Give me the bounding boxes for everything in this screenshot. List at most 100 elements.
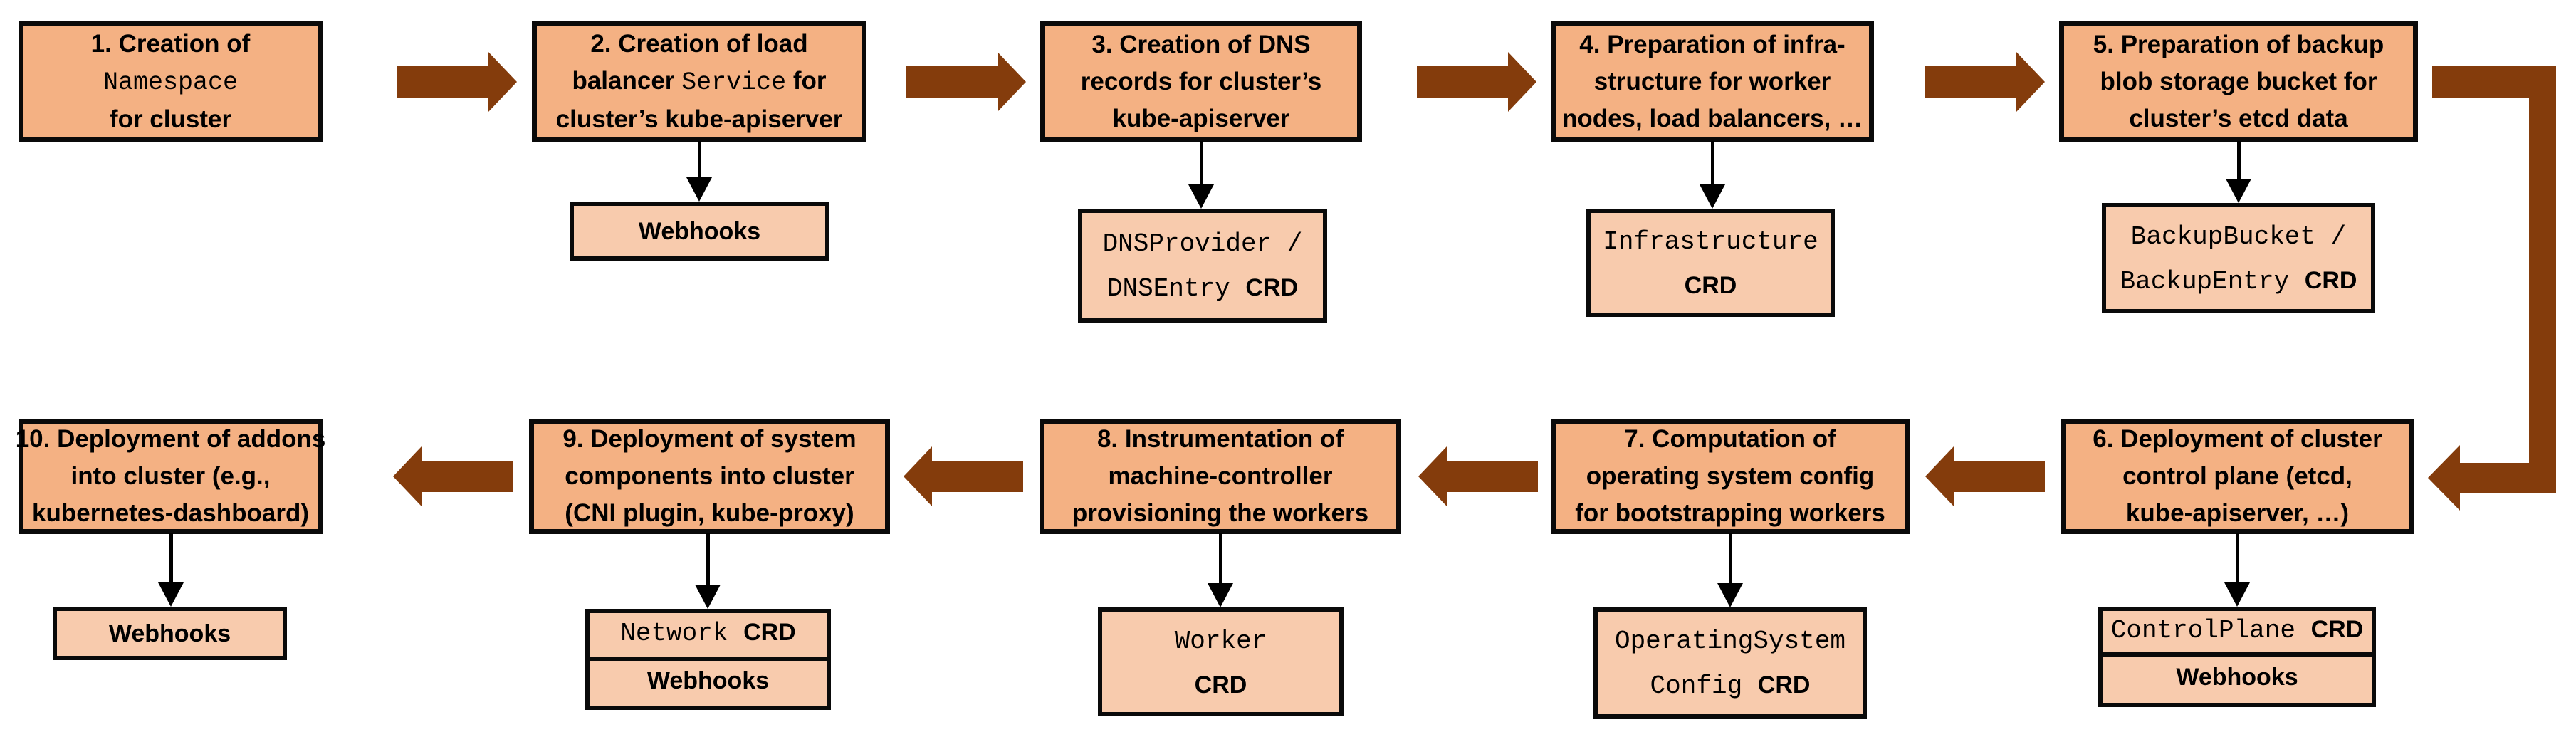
- step-9-box: 9. Deployment of system components into c…: [529, 419, 890, 534]
- step-9-network-crd-box: Network CRD: [585, 609, 831, 661]
- text-segment: (CNI plugin, kube-proxy): [565, 499, 854, 527]
- text-segment: components into cluster: [565, 462, 854, 490]
- code-text-segment: DNSProvider /: [1102, 229, 1303, 258]
- text-segment: kube-apiserver: [1112, 105, 1290, 132]
- text-segment: kube-apiserver, …): [2125, 499, 2350, 527]
- text-segment: 3. Creation of DNS: [1091, 31, 1311, 58]
- code-text-segment: BackupEntry: [2120, 266, 2305, 296]
- text-segment: balancer: [572, 67, 682, 95]
- text-line: 6. Deployment of cluster: [2093, 421, 2382, 458]
- text-line: provisioning the workers: [1072, 495, 1368, 532]
- text-segment: Webhooks: [2176, 664, 2298, 691]
- text-line: for bootstrapping workers: [1575, 495, 1885, 532]
- text-line: control plane (etcd,: [2122, 458, 2352, 495]
- text-segment: for: [786, 67, 827, 95]
- text-segment: machine-controller: [1108, 462, 1333, 490]
- text-segment: CRD: [1757, 672, 1811, 699]
- text-line: 5. Preparation of backup: [2093, 26, 2384, 63]
- text-line: 1. Creation of: [91, 26, 251, 63]
- step-9-webhooks-box: Webhooks: [585, 657, 831, 710]
- text-segment: cluster’s kube-apiserver: [555, 105, 843, 133]
- code-text-segment: DNSEntry: [1106, 274, 1246, 303]
- text-segment: CRD: [1245, 274, 1299, 301]
- step-9-crd-stack: Network CRD Webhooks: [585, 609, 831, 710]
- text-line: Config CRD: [1650, 663, 1811, 708]
- arrow-stem: [1417, 66, 1509, 98]
- text-line: 9. Deployment of system: [562, 421, 856, 458]
- text-segment: operating system config: [1586, 462, 1875, 490]
- text-segment: 6. Deployment of cluster: [2093, 425, 2382, 453]
- text-segment: Webhooks: [638, 218, 761, 245]
- flow-arrow-7-8-icon: [1418, 446, 1538, 506]
- text-line: operating system config: [1586, 458, 1875, 495]
- code-text-segment: BackupBucket /: [2130, 221, 2347, 251]
- code-text-segment: Namespace: [103, 68, 239, 97]
- arrow-head: [904, 446, 932, 506]
- step-5-backup-crd-box: BackupBucket /BackupEntry CRD: [2102, 203, 2375, 313]
- down-connector-step-8-line: [1219, 533, 1222, 585]
- text-line: components into cluster: [565, 458, 854, 495]
- down-connector-step-10-line: [169, 533, 173, 584]
- step-10-webhooks-box: Webhooks: [53, 607, 287, 660]
- text-segment: CRD: [1194, 671, 1247, 699]
- down-connector-step-2-line: [698, 141, 701, 179]
- text-segment: kubernetes-dashboard): [32, 499, 309, 527]
- step-6-controlplane-crd-box: ControlPlane CRD: [2098, 607, 2376, 657]
- text-line: 2. Creation of load: [590, 26, 807, 63]
- flow-arrow-3-4-icon: [1417, 52, 1536, 112]
- code-text-segment: ControlPlane: [2110, 615, 2311, 645]
- text-line: 3. Creation of DNS: [1091, 26, 1310, 63]
- flow-arrow-8-9-icon: [904, 446, 1023, 506]
- text-line: Namespace: [103, 63, 238, 101]
- text-line: BackupBucket /: [2131, 214, 2346, 258]
- code-text-segment: Config: [1650, 672, 1758, 701]
- down-connector-step-6-line: [2236, 533, 2239, 584]
- text-line: DNSEntry CRD: [1107, 266, 1298, 310]
- text-line: 4. Preparation of infra-: [1579, 26, 1845, 63]
- code-text-segment: OperatingSystem: [1614, 627, 1846, 656]
- flow-arrow-1-2-icon: [397, 52, 517, 112]
- text-segment: for bootstrapping workers: [1575, 499, 1885, 527]
- arrow-stem: [1925, 66, 2017, 98]
- text-segment: 10. Deployment of addons: [15, 425, 326, 453]
- text-line: CRD: [1685, 263, 1737, 307]
- arrow-head: [393, 446, 422, 506]
- text-line: kubernetes-dashboard): [32, 495, 309, 532]
- down-arrow-step-9-icon: [695, 585, 721, 609]
- text-line: CRD: [1195, 663, 1247, 706]
- flow-arrow-4-5-icon: [1925, 52, 2045, 112]
- text-segment: 5. Preparation of backup: [2093, 31, 2384, 58]
- text-segment: CRD: [743, 619, 796, 646]
- step-6-webhooks-box: Webhooks: [2098, 652, 2376, 707]
- text-line: Webhooks: [2176, 662, 2298, 698]
- text-line: DNSProvider /: [1103, 221, 1303, 266]
- text-segment: records for cluster’s: [1080, 68, 1322, 95]
- text-segment: CRD: [2310, 615, 2364, 643]
- text-line: records for cluster’s: [1081, 63, 1321, 100]
- step-2-webhooks-box: Webhooks: [570, 202, 829, 261]
- step-4-box: 4. Preparation of infra-structure for wo…: [1551, 21, 1874, 142]
- down-connector-step-7-line: [1729, 533, 1732, 585]
- text-segment: CRD: [1684, 272, 1737, 299]
- code-text-segment: Infrastructure: [1603, 227, 1818, 256]
- step-3-dns-crd-box: DNSProvider / DNSEntry CRD: [1078, 209, 1327, 323]
- text-segment: 4. Preparation of infra-: [1579, 31, 1845, 58]
- down-arrow-step-7-icon: [1717, 583, 1743, 607]
- text-segment: 8. Instrumentation of: [1096, 425, 1344, 453]
- text-segment: control plane (etcd,: [2122, 462, 2352, 490]
- flow-arrow-6-7-icon: [1925, 446, 2045, 506]
- text-line: kube-apiserver, …): [2126, 495, 2349, 532]
- code-text-segment: Worker: [1174, 626, 1267, 656]
- text-line: balancer Service for: [572, 63, 826, 101]
- text-line: OperatingSystem: [1615, 618, 1845, 663]
- down-arrow-step-2-icon: [686, 177, 712, 202]
